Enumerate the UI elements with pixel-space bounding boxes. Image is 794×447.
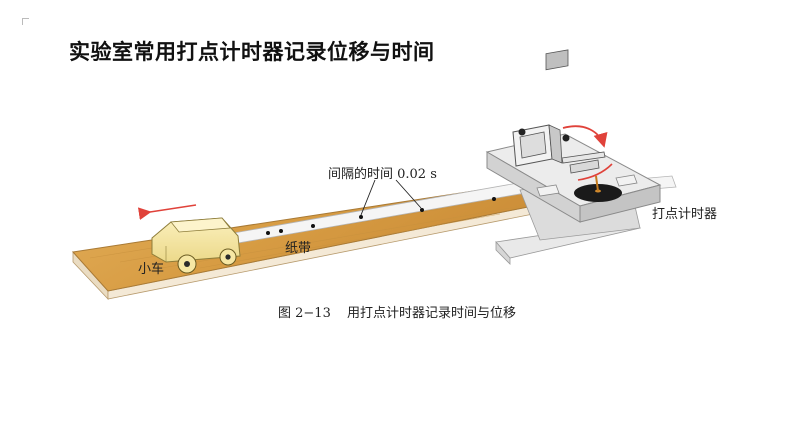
figure-caption: 图 2−13 用打点计时器记录时间与位移 bbox=[0, 302, 794, 321]
timer-label: 打点计时器 bbox=[652, 207, 718, 222]
cart-wheel bbox=[219, 248, 237, 266]
cart-label: 小车 bbox=[138, 262, 165, 277]
tape-dot bbox=[279, 229, 283, 233]
tape-dot bbox=[266, 231, 270, 235]
interval-label: 间隔的时间 0.02 s bbox=[328, 167, 437, 182]
tape-label: 纸带 bbox=[285, 241, 312, 256]
tape-dot bbox=[359, 215, 363, 219]
carbon-disc bbox=[574, 184, 622, 202]
wooden-track bbox=[72, 183, 569, 301]
cart-wheel bbox=[177, 254, 197, 274]
tape-dot bbox=[492, 197, 496, 201]
tape-dots bbox=[266, 197, 496, 235]
tape-dot bbox=[420, 208, 424, 212]
figure-caption-text: 用打点计时器记录时间与位移 bbox=[346, 306, 516, 321]
corner-mark bbox=[22, 18, 29, 25]
interval-pointers bbox=[360, 179, 422, 216]
curved-arrow-icon bbox=[562, 125, 608, 148]
slide-title: 实验室常用打点计时器记录位移与时间 bbox=[69, 40, 435, 64]
cart bbox=[151, 217, 241, 274]
left-arrow-icon bbox=[137, 204, 197, 221]
tape-dot bbox=[311, 224, 315, 228]
coil-assembly bbox=[512, 49, 606, 174]
figure-number: 图 2−13 bbox=[278, 306, 331, 321]
